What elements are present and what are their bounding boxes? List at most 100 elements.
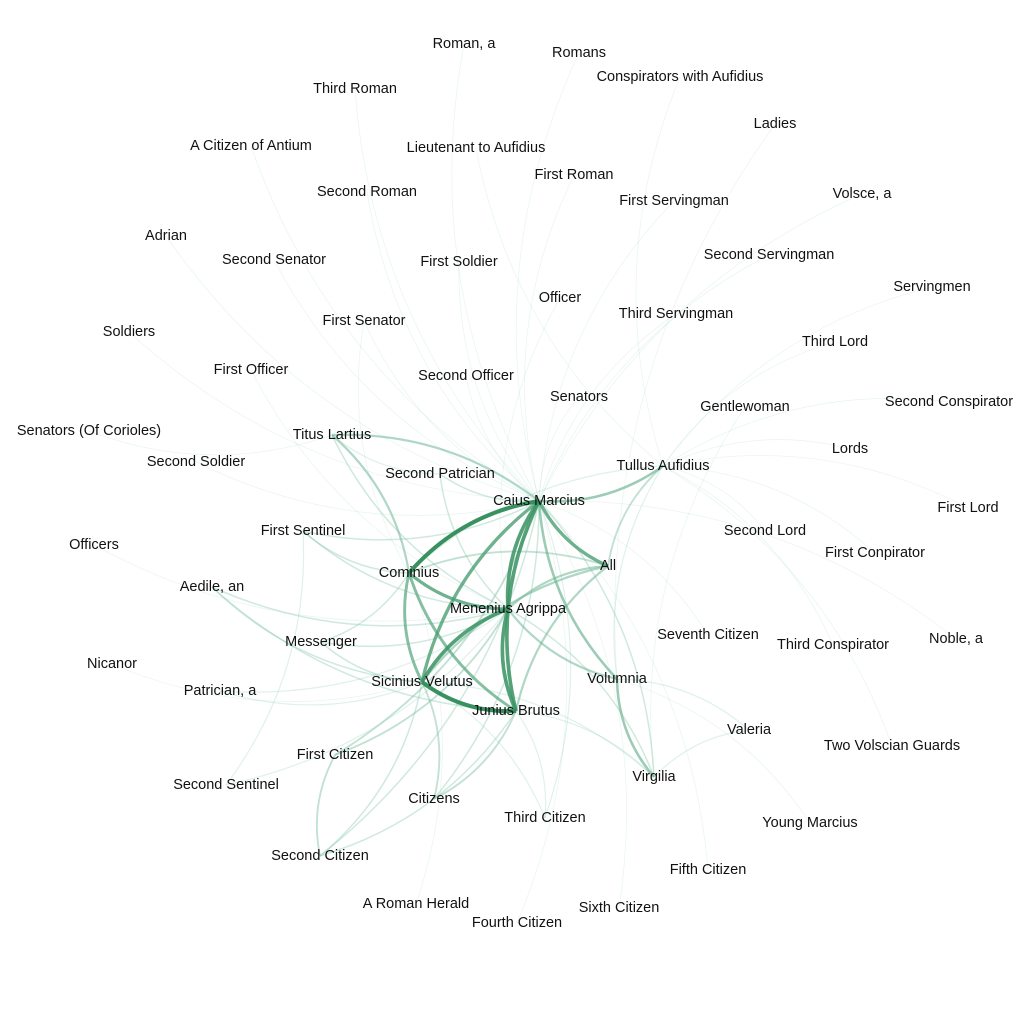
edge-first-sentinel--cominius	[302, 530, 410, 574]
edge-first-senator--cominius	[357, 320, 410, 574]
edge-third-citizen--caius-marcius	[538, 500, 572, 819]
node-label-servingmen: Servingmen	[893, 279, 970, 295]
node-label-romans: Romans	[552, 45, 606, 61]
edge-aedile-an--menenius-agrippa	[211, 586, 509, 627]
edge-second-patrician--menenius-agrippa	[439, 473, 509, 610]
edge-menenius-agrippa--sicinius-velutus	[420, 607, 509, 683]
edge-tullus-aufidius--volumnia	[613, 465, 664, 680]
edge-first-citizen--menenius-agrippa	[334, 608, 509, 756]
edge-third-conspirator--tullus-aufidius	[662, 465, 834, 646]
edge-a-citizen-of-antium--caius-marcius	[250, 145, 540, 502]
edge-patrician-a--menenius-agrippa	[219, 608, 509, 693]
node-label-messenger: Messenger	[285, 634, 357, 650]
edge-first-sentinel--caius-marcius	[302, 500, 540, 541]
edge-cominius--titus-lartius	[331, 434, 411, 574]
node-label-fourth-citizen: Fourth Citizen	[472, 915, 562, 931]
edge-virgilia--junius-brutus	[515, 710, 655, 778]
node-label-second-patrician: Second Patrician	[385, 466, 495, 482]
edge-caius-marcius--menenius-agrippa	[505, 499, 541, 610]
edge-virgilia--caius-marcius	[538, 500, 655, 778]
edge-titus-lartius--menenius-agrippa	[331, 434, 509, 610]
node-label-noble-a: Noble, a	[929, 631, 984, 647]
edge-sixth-citizen--caius-marcius	[538, 500, 627, 909]
edge-young-marcius--volumnia	[616, 678, 811, 824]
edge-first-lord--tullus-aufidius	[662, 455, 969, 509]
node-label-first-soldier: First Soldier	[420, 254, 498, 270]
edge-messenger--sicinius-velutus	[320, 641, 423, 683]
edge-caius-marcius--all	[537, 500, 609, 568]
edge-roman-a--caius-marcius	[451, 43, 540, 502]
node-label-first-senator: First Senator	[323, 313, 406, 329]
node-label-third-servingman: Third Servingman	[619, 306, 733, 322]
edge-conspirators-with-aufidius--tullus-aufidius	[635, 76, 681, 467]
edge-second-lord--tullus-aufidius	[662, 465, 766, 532]
edge-second-servingman--caius-marcius	[538, 254, 770, 502]
edge-third-lord--tullus-aufidius	[662, 341, 836, 467]
node-label-third-roman: Third Roman	[313, 81, 397, 97]
edge-first-soldier--caius-marcius	[458, 261, 540, 502]
node-label-sicinius-velutus: Sicinius Velutus	[371, 674, 473, 690]
node-label-second-citizen: Second Citizen	[271, 848, 369, 864]
node-label-volsce-a: Volsce, a	[833, 186, 893, 202]
edge-cominius--menenius-agrippa	[407, 571, 509, 611]
edge-second-citizen--sicinius-velutus	[319, 681, 423, 857]
node-label-second-sentinel: Second Sentinel	[173, 777, 279, 793]
node-label-young-marcius: Young Marcius	[762, 815, 857, 831]
node-label-gentlewoman: Gentlewoman	[700, 399, 789, 415]
node-label-tullus-aufidius: Tullus Aufidius	[617, 458, 710, 474]
edge-layer	[88, 43, 969, 924]
node-label-second-lord: Second Lord	[724, 523, 806, 539]
edge-first-servingman--caius-marcius	[538, 200, 675, 502]
node-label-senators-of-corioles: Senators (Of Corioles)	[17, 423, 161, 439]
edge-menenius-agrippa--volumnia	[507, 608, 618, 681]
edge-sicinius-velutus--junius-brutus	[420, 680, 517, 714]
edge-second-sentinel--menenius-agrippa	[225, 608, 509, 786]
node-label-aedile-an: Aedile, an	[180, 579, 245, 595]
node-label-third-conspirator: Third Conspirator	[777, 637, 889, 653]
node-label-officer: Officer	[539, 290, 582, 306]
edge-first-senator--caius-marcius	[363, 320, 540, 502]
node-label-second-senator: Second Senator	[222, 252, 326, 268]
node-label-adrian: Adrian	[145, 228, 187, 244]
edge-cominius--sicinius-velutus	[403, 572, 424, 683]
edge-gentlewoman--virgilia	[650, 406, 746, 778]
node-label-second-servingman: Second Servingman	[704, 247, 835, 263]
edge-officer--menenius-agrippa	[499, 297, 561, 610]
edge-second-sentinel--first-sentinel	[225, 530, 305, 786]
node-label-first-officer: First Officer	[214, 362, 289, 378]
node-label-caius-marcius: Caius Marcius	[493, 493, 585, 509]
edge-caius-marcius--sicinius-velutus	[420, 499, 540, 683]
node-label-patrician-a: Patrician, a	[184, 683, 257, 699]
edge-citizens--junius-brutus	[433, 710, 517, 800]
edge-caius-marcius--volumnia	[537, 500, 618, 680]
edge-caius-marcius--junius-brutus	[505, 500, 541, 712]
edge-second-soldier--caius-marcius	[195, 461, 540, 516]
edge-servingmen--tullus-aufidius	[662, 286, 933, 467]
node-label-a-roman-herald: A Roman Herald	[363, 896, 469, 912]
edge-second-roman--caius-marcius	[366, 191, 540, 502]
node-label-all: All	[600, 558, 616, 574]
node-label-officers: Officers	[69, 537, 119, 553]
node-label-two-volscian-guards: Two Volscian Guards	[824, 738, 960, 754]
edge-third-citizen--junius-brutus	[515, 710, 547, 819]
node-label-first-sentinel: First Sentinel	[261, 523, 346, 539]
edge-all--cominius	[408, 550, 609, 574]
node-label-citizens: Citizens	[408, 791, 460, 807]
edge-fifth-citizen--caius-marcius	[538, 500, 709, 871]
edge-first-citizen--second-citizen	[315, 754, 336, 857]
node-label-ladies: Ladies	[754, 116, 797, 132]
edge-adrian--caius-marcius	[165, 235, 540, 502]
edge-second-officer--caius-marcius	[465, 375, 540, 502]
edge-fourth-citizen--caius-marcius	[516, 500, 568, 924]
edge-titus-lartius--second-patrician	[331, 434, 441, 475]
node-label-third-citizen: Third Citizen	[504, 810, 585, 826]
node-label-conspirators-with-aufidius: Conspirators with Aufidius	[597, 69, 764, 85]
node-label-nicanor: Nicanor	[87, 656, 137, 672]
node-label-titus-lartius: Titus Lartius	[293, 427, 371, 443]
node-label-senators: Senators	[550, 389, 608, 405]
edge-nicanor--sicinius-velutus	[111, 663, 423, 702]
node-label-menenius-agrippa: Menenius Agrippa	[450, 601, 567, 617]
edge-seventh-citizen--caius-marcius	[538, 500, 709, 636]
edge-volumnia--virgilia	[615, 678, 655, 778]
